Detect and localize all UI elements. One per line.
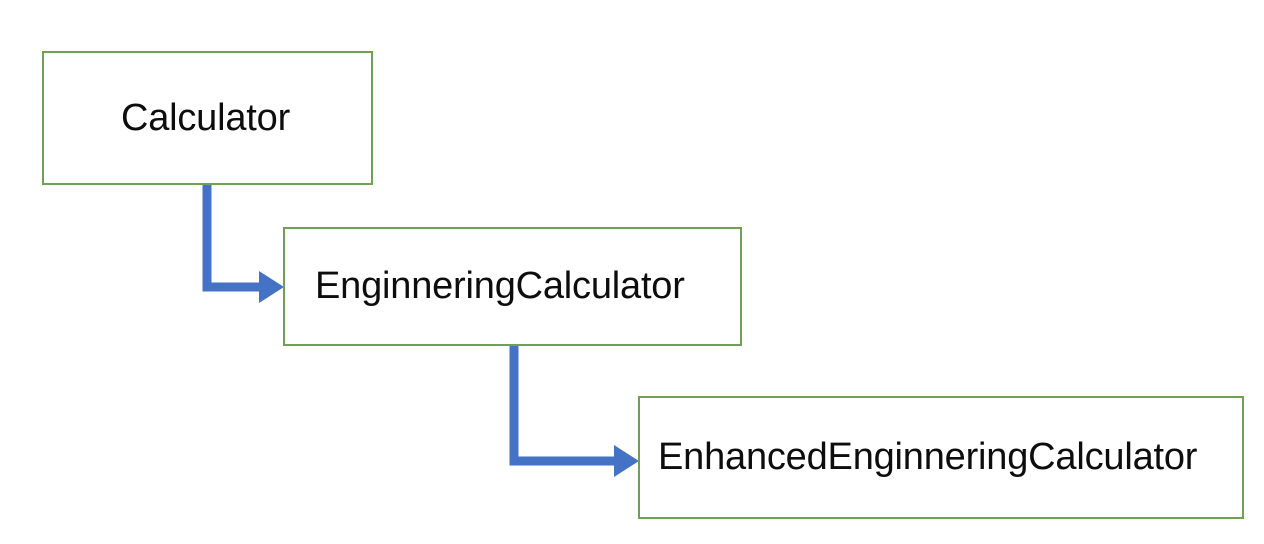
connector-elbow-line-1 <box>202 180 263 292</box>
class-node-engineering-calculator-label: EnginneringCalculator <box>315 265 685 307</box>
connector-engineering-to-enhanced <box>509 341 639 477</box>
class-node-calculator-label: Calculator <box>120 96 291 139</box>
arrowhead-icon-1 <box>259 271 284 303</box>
class-node-calculator[interactable]: Calculator <box>42 51 373 185</box>
connector-calculator-to-engineering <box>202 180 284 303</box>
class-node-engineering-calculator[interactable]: EnginneringCalculator <box>283 227 742 346</box>
class-node-enhanced-engineering-calculator[interactable]: EnhancedEnginneringCalculator <box>638 396 1244 519</box>
connector-elbow-line-2 <box>509 341 618 466</box>
class-node-enhanced-engineering-calculator-label: EnhancedEnginneringCalculator <box>658 436 1198 478</box>
arrowhead-icon-2 <box>614 445 639 477</box>
